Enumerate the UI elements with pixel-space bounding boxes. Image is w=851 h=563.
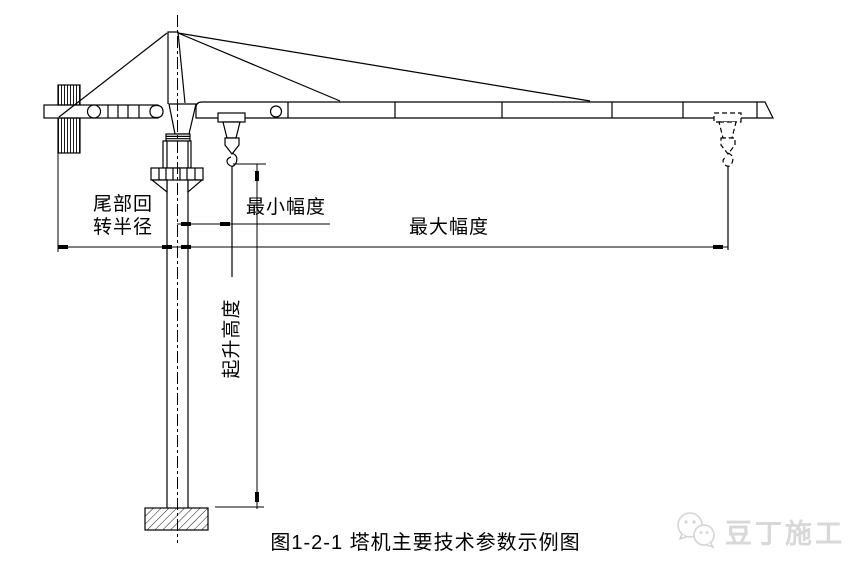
pendant-rope-inner — [177, 32, 341, 102]
label-lifting-height: 起升高度 — [221, 298, 243, 379]
chat-bubbles-icon — [677, 512, 715, 549]
slewing-unit — [165, 103, 197, 142]
label-tail-slewing-radius: 尾部回 转半径 — [88, 193, 158, 239]
dimension-lines — [57, 153, 728, 509]
pendant-rope-left — [58, 32, 168, 118]
tower-head — [167, 31, 186, 104]
jib — [195, 101, 774, 119]
label-tail-slewing-radius-line2: 转半径 — [92, 217, 153, 238]
pendant-rope-outer — [177, 32, 591, 102]
mast — [166, 134, 189, 508]
counter-jib-hole — [86, 104, 102, 119]
label-min-working-radius: 最小幅度 — [246, 197, 327, 218]
watermark-text: 豆丁施工 — [725, 518, 845, 549]
watermark: 豆丁施工 — [673, 508, 845, 554]
figure-caption: 图1-2-1 塔机主要技术参数示例图 — [270, 532, 581, 554]
jib-hole — [269, 105, 283, 118]
counterweight — [57, 84, 81, 154]
label-tail-slewing-radius-line1: 尾部回 — [92, 194, 153, 215]
foundation — [144, 507, 209, 531]
counter-jib — [43, 104, 164, 119]
label-max-working-radius: 最大幅度 — [409, 217, 490, 238]
trolley-hook-max-radius — [713, 112, 742, 167]
pendant-ropes — [58, 32, 591, 118]
trolley-hook-min-radius — [217, 112, 246, 277]
